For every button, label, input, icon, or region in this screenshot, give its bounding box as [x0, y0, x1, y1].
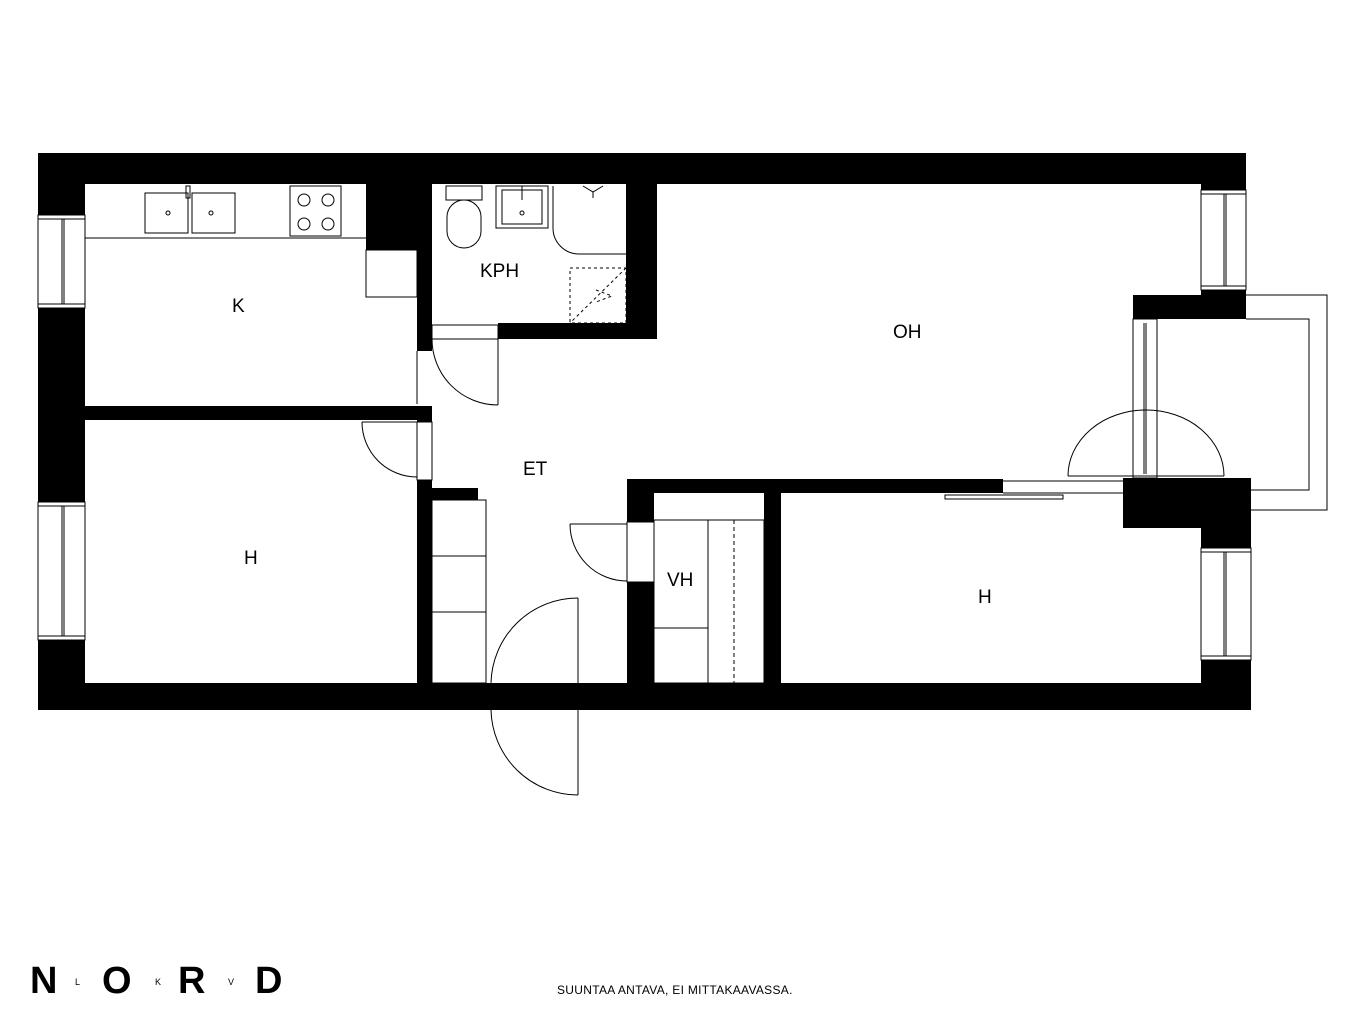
- logo-small-v: V: [228, 977, 234, 987]
- logo-letter-o: O: [102, 960, 132, 1000]
- room-label-bedroom-right: H: [978, 587, 992, 608]
- room-label-living-room: OH: [893, 322, 922, 343]
- room-label-walk-in-closet: VH: [667, 570, 693, 591]
- walls: [38, 153, 1251, 710]
- logo-letter-d: D: [255, 960, 282, 1000]
- disclaimer-text: SUUNTAA ANTAVA, EI MITTAKAAVASSA.: [557, 983, 793, 997]
- windows: [37, 189, 1252, 661]
- nord-logo: N L O K R V D: [30, 960, 282, 1000]
- room-label-entrance: ET: [523, 459, 548, 480]
- room-label-bathroom: KPH: [480, 261, 519, 282]
- kitchen-fixtures: [85, 185, 418, 298]
- balcony: [1067, 294, 1328, 511]
- bathroom-fixtures: [445, 185, 627, 324]
- logo-letter-n: N: [30, 960, 57, 1000]
- logo-small-l: L: [75, 977, 80, 987]
- doors: [361, 324, 1123, 796]
- room-label-bedroom-left: H: [244, 548, 258, 569]
- room-label-kitchen: K: [232, 296, 245, 317]
- logo-small-k: K: [155, 977, 161, 987]
- logo-letter-r: R: [178, 960, 205, 1000]
